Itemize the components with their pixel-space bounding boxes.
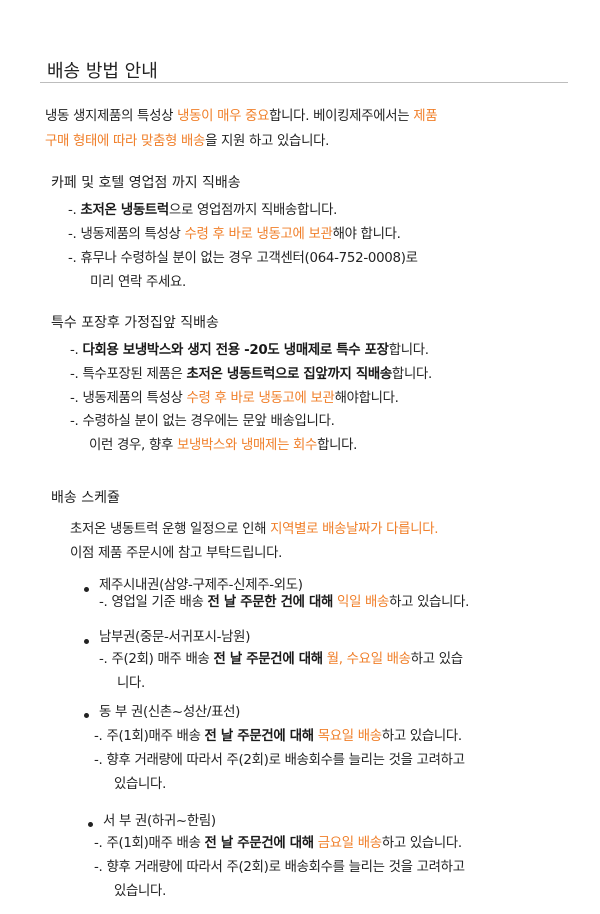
region-east: 동 부 권(신촌~성산/표선) — [99, 705, 241, 720]
intro-line-2: 구매 형태에 따라 맞춤형 배송을 지원 하고 있습니다. — [45, 134, 330, 149]
region-east-detail-1: -. 주(1회)매주 배송 전 날 주문건에 대해 목요일 배송하고 있습니다. — [94, 729, 462, 744]
region-east-detail-2: -. 향후 거래량에 따라서 주(2회)로 배송회수를 늘리는 것을 고려하고 — [94, 753, 465, 768]
region-west-detail-1: -. 주(1회)매주 배송 전 날 주문건에 대해 금요일 배송하고 있습니다. — [94, 836, 462, 851]
bullet-icon — [88, 822, 93, 827]
cafe-item-3-cont: 미리 연락 주세요. — [90, 275, 187, 290]
region-south-detail-cont: 니다. — [117, 676, 145, 691]
bullet-icon — [84, 639, 89, 644]
region-south: 남부권(중문-서귀포시-남원) — [99, 630, 251, 645]
special-item-1: -. 다회용 보냉박스와 생지 전용 -20도 냉매제로 특수 포장합니다. — [70, 343, 429, 358]
special-item-5: 이런 경우, 향후 보냉박스와 냉매제는 회수합니다. — [89, 438, 358, 453]
region-west-detail-2: -. 향후 거래량에 따라서 주(2회)로 배송회수를 늘리는 것을 고려하고 — [94, 860, 465, 875]
region-jeju-city-detail: -. 영업일 기준 배송 전 날 주문한 건에 대해 익일 배송하고 있습니다. — [99, 595, 470, 610]
schedule-desc-1: 초저온 냉동트럭 운행 일정으로 인해 지역별로 배송날짜가 다릅니다. — [70, 522, 439, 537]
special-item-2: -. 특수포장된 제품은 초저온 냉동트럭으로 집앞까지 직배송합니다. — [70, 367, 432, 382]
region-west-detail-2-cont: 있습니다. — [114, 884, 167, 899]
section-title-cafe: 카페 및 호텔 영업점 까지 직배송 — [51, 175, 241, 191]
cafe-item-3: -. 휴무나 수령하실 분이 없는 경우 고객센터(064-752-0008)로 — [68, 251, 418, 266]
section-title-schedule: 배송 스케쥴 — [51, 490, 120, 506]
title-divider — [40, 82, 568, 83]
region-west: 서 부 권(하귀~한림) — [103, 814, 216, 829]
schedule-desc-2: 이점 제품 주문시에 참고 부탁드립니다. — [70, 546, 283, 561]
region-south-detail: -. 주(2회) 매주 배송 전 날 주문건에 대해 월, 수요일 배송하고 있… — [99, 652, 463, 667]
section-title-special: 특수 포장후 가정집앞 직배송 — [51, 315, 219, 331]
region-jeju-city: 제주시내권(삼양-구제주-신제주-외도) — [99, 578, 303, 593]
bullet-icon — [84, 713, 89, 718]
intro-line-1: 냉동 생지제품의 특성상 냉동이 매우 중요합니다. 베이킹제주에서는 제품 — [45, 109, 438, 124]
bullet-icon — [84, 587, 89, 592]
cafe-item-2: -. 냉동제품의 특성상 수령 후 바로 냉동고에 보관해야 합니다. — [68, 227, 401, 242]
page-title: 배송 방법 안내 — [47, 61, 158, 82]
special-item-3: -. 냉동제품의 특성상 수령 후 바로 냉동고에 보관해야합니다. — [70, 391, 399, 406]
cafe-item-1: -. 초저온 냉동트럭으로 영업점까지 직배송합니다. — [68, 203, 338, 218]
region-east-detail-2-cont: 있습니다. — [114, 777, 167, 792]
special-item-4: -. 수령하실 분이 없는 경우에는 문앞 배송입니다. — [70, 414, 335, 429]
